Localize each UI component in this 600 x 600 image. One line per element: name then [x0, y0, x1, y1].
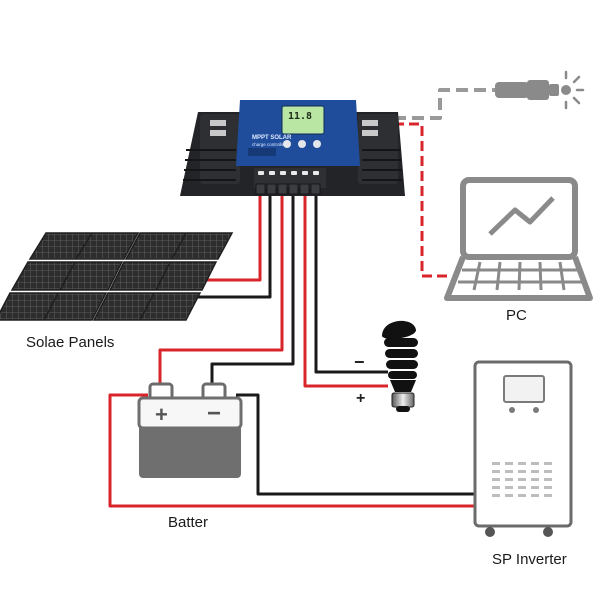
solar-black-wire	[184, 196, 272, 299]
battery-label: Batter	[168, 514, 209, 531]
solar-red-wire	[197, 196, 262, 282]
inverter-label: SP Inverter	[492, 551, 567, 568]
battery-black-wire-to-controller	[210, 196, 295, 384]
bulb-plus-sign: +	[356, 390, 366, 407]
controller-lcd-readout: 11.8	[288, 111, 313, 122]
pc-label: PC	[506, 307, 527, 324]
charger-usb-cable	[394, 88, 495, 120]
battery-icon: + −	[137, 382, 243, 478]
controller-title: MPPT SOLAR	[252, 135, 292, 141]
battery-red-wire-to-controller	[158, 196, 284, 384]
battery-red-wire-to-inverter	[108, 393, 478, 508]
battery-plus-sign: +	[155, 402, 168, 427]
load-black-wire	[314, 196, 388, 374]
bulb-minus-sign: −	[354, 352, 365, 372]
inverter-icon	[473, 360, 573, 537]
bulb-icon	[382, 320, 418, 412]
battery-black-wire-to-inverter	[236, 393, 478, 496]
solar-panels-label: Solae Panels	[26, 334, 115, 351]
laptop-icon	[444, 177, 593, 301]
wires	[108, 88, 495, 508]
load-red-wire	[303, 196, 388, 388]
battery-minus-sign: −	[207, 400, 221, 427]
car-charger-icon	[495, 70, 585, 110]
solar-panel-icon	[0, 232, 234, 321]
charge-controller-icon	[180, 100, 405, 196]
controller-subtitle: charge controller	[252, 142, 286, 147]
